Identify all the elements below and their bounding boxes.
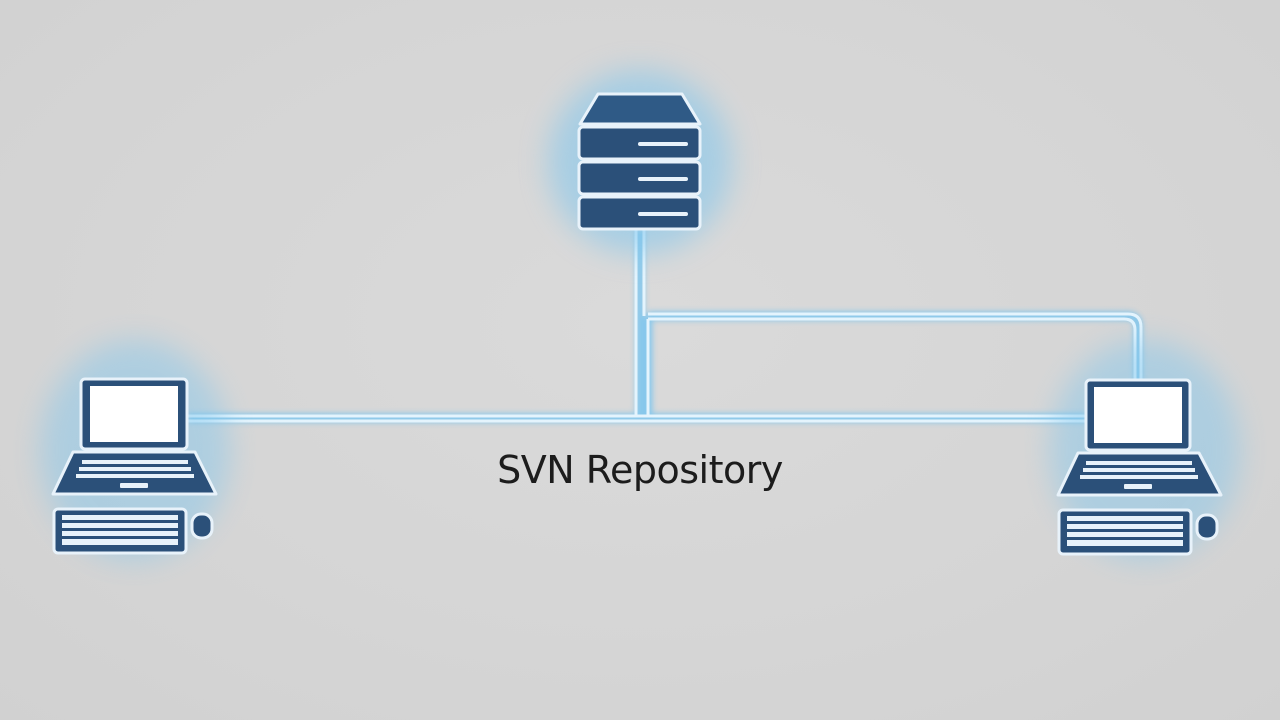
diagram-label: SVN Repository (497, 448, 783, 492)
server-icon (548, 70, 732, 254)
mouse-icon (190, 512, 214, 540)
laptop-icon (40, 340, 230, 560)
keyboard-icon (52, 507, 188, 555)
connection-lines (188, 230, 1143, 423)
cable-lines (188, 230, 1143, 423)
laptop-icon (1050, 340, 1240, 560)
keyboard-icon (1057, 508, 1193, 556)
mouse-icon (1195, 513, 1219, 541)
